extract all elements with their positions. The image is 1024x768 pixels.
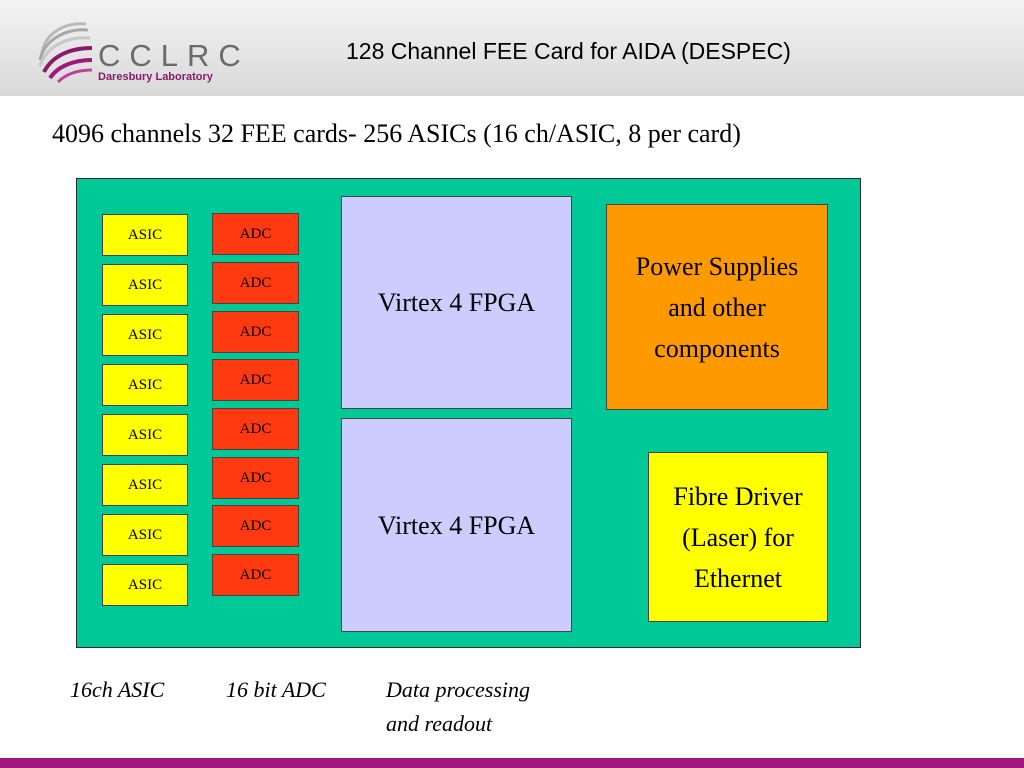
fpga-block-bottom: Virtex 4 FPGA [341, 418, 572, 632]
adc-chip-3: ADC [212, 311, 299, 353]
asic-chip-1: ASIC [102, 214, 188, 256]
footer-bar [0, 758, 1024, 768]
asic-chip-2: ASIC [102, 264, 188, 306]
logo-subtitle: Daresbury Laboratory [98, 71, 213, 83]
asic-chip-8: ASIC [102, 564, 188, 606]
adc-chip-8: ADC [212, 554, 299, 596]
adc-chip-5: ADC [212, 408, 299, 450]
caption-adc: 16 bit ADC [226, 677, 326, 702]
fibre-label-line3: Ethernet [693, 563, 783, 593]
caption-asic: 16ch ASIC [70, 677, 165, 702]
caption-data-processing: Data processing [386, 677, 531, 702]
header-band [0, 0, 1024, 96]
adc-chip-4: ADC [212, 359, 299, 401]
adc-chip-7: ADC [212, 505, 299, 547]
asic-chip-7: ASIC [102, 514, 188, 556]
asic-chip-3: ASIC [102, 314, 188, 356]
swirl-logo-icon [38, 22, 93, 84]
fpga-block-top: Virtex 4 FPGA [341, 196, 572, 409]
asic-chip-4: ASIC [102, 364, 188, 406]
fibre-label-line2: (Laser) for [682, 522, 794, 552]
power-supplies-block: Power Supplies and other components [606, 204, 828, 410]
slide-subtitle: 4096 channels 32 FEE cards- 256 ASICs (1… [52, 119, 741, 148]
fpga-top-label: Virtex 4 FPGA [377, 288, 536, 317]
adc-chip-1: ADC [212, 213, 299, 255]
power-label-line2: and other [668, 292, 766, 322]
asic-chip-5: ASIC [102, 414, 188, 456]
fibre-driver-block: Fibre Driver (Laser) for Ethernet [648, 452, 828, 622]
fpga-bottom-label: Virtex 4 FPGA [377, 510, 536, 540]
adc-chip-6: ADC [212, 457, 299, 499]
power-label-line3: components [654, 333, 780, 363]
asic-chip-6: ASIC [102, 464, 188, 506]
slide-title: 128 Channel FEE Card for AIDA (DESPEC) [346, 38, 791, 64]
adc-chip-2: ADC [212, 262, 299, 304]
cclrc-logo [34, 14, 244, 90]
caption-readout: and readout [386, 711, 493, 736]
fibre-label-line1: Fibre Driver [673, 481, 803, 511]
power-label-line1: Power Supplies [635, 251, 799, 281]
logo-text: CCLRC [98, 38, 250, 73]
